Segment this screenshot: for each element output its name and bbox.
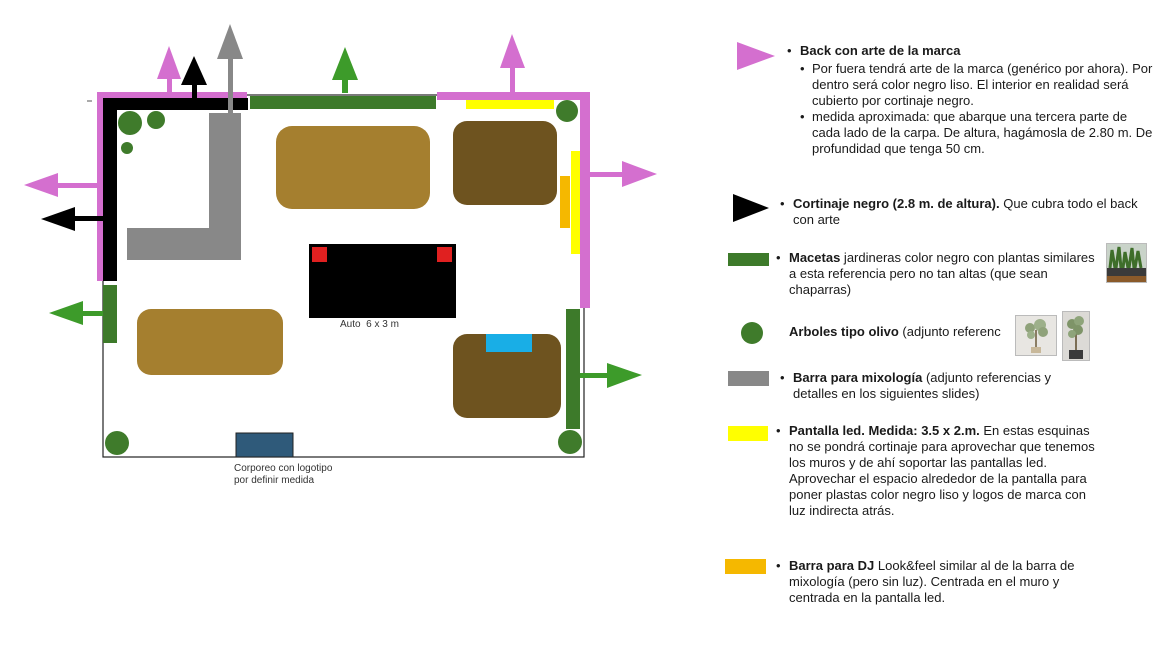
legend-pantalla-rest: En estas esquinas no se pondrá cortinaje… — [789, 423, 1095, 518]
led-screen-top — [466, 100, 554, 109]
arrow-up-icon — [500, 34, 525, 93]
car-block — [309, 244, 456, 318]
orange-bar-icon — [725, 559, 766, 574]
olive-tree — [556, 100, 578, 122]
mixology-bar-horizontal — [127, 228, 241, 260]
legend-back-title: Back con arte de la marca — [800, 43, 961, 58]
planter-top — [250, 96, 436, 109]
planter-left — [103, 285, 117, 343]
arrow-left-icon — [24, 173, 97, 197]
legend-arboles-title: Arboles tipo olivo — [789, 324, 899, 339]
legend-cortinaje-text: •Cortinaje negro (2.8 m. de altura). Que… — [780, 196, 1138, 227]
olive-tree — [118, 111, 142, 135]
arrow-right-icon — [590, 161, 657, 187]
legend-dj: •Barra para DJ Look&feel similar al de l… — [725, 558, 1155, 610]
legend-back-detail: Por fuera tendrá arte de la marca (genér… — [800, 61, 1155, 109]
logo-label-line1: Corporeo con logotipo — [234, 463, 333, 474]
legend-cortinaje-title: Cortinaje negro (2.8 m. de altura). — [793, 196, 1000, 211]
legend-barra-title: Barra para mixología — [793, 370, 923, 385]
car-light-right — [437, 247, 452, 262]
olive-tree — [147, 111, 165, 129]
legend-barra: •Barra para mixología (adjunto referenci… — [725, 370, 1155, 406]
arrow-right-icon — [580, 363, 642, 388]
lounge-table-bottom-right — [453, 334, 561, 418]
lounge-table-top — [276, 126, 430, 209]
arrow-up-icon — [217, 24, 243, 116]
olive-tree-reference-image — [1062, 311, 1090, 361]
legend-dj-text: •Barra para DJ Look&feel similar al de l… — [776, 558, 1075, 605]
black-arrow-icon — [733, 194, 769, 222]
olive-tree — [558, 430, 582, 454]
legend-pantalla: •Pantalla led. Medida: 3.5 x 2.m. En est… — [725, 423, 1155, 523]
planter-right — [566, 309, 580, 429]
yellow-bar-icon — [728, 426, 768, 441]
legend-dj-title: Barra para DJ — [789, 558, 875, 573]
legend-arboles-text: •Arboles tipo olivo (adjunto referenc — [789, 324, 1005, 340]
back-panel-top-left — [97, 92, 247, 99]
planter-reference-image — [1106, 243, 1147, 283]
legend-back-text: • Back con arte de la marca Por fuera te… — [787, 43, 1155, 157]
arrow-up-icon — [332, 47, 358, 93]
arrow-up-icon — [181, 56, 207, 99]
cyan-element — [486, 334, 532, 352]
legend-back: • Back con arte de la marca Por fuera te… — [725, 42, 1155, 158]
legend-pantalla-title: Pantalla led. Medida: 3.5 x 2.m. — [789, 423, 980, 438]
logo-corporeo-block — [235, 432, 294, 458]
legend-dj-rest: Look&feel similar al de la barra de mixo… — [789, 558, 1075, 605]
legend-arboles-rest: (adjunto referenc — [898, 324, 1001, 339]
back-panel-right — [580, 92, 590, 308]
car-light-left — [312, 247, 327, 262]
legend-macetas-title: Macetas — [789, 250, 841, 265]
arrow-left-icon — [49, 301, 103, 325]
arrow-up-icon — [157, 46, 181, 93]
back-panel-top-right — [437, 92, 590, 100]
olive-tree-reference-image — [1015, 315, 1057, 356]
black-curtain-left — [103, 98, 117, 281]
arrow-left-icon — [41, 207, 103, 231]
legend-barra-rest: (adjunto referencias y detalles en los s… — [793, 370, 1051, 401]
olive-tree — [105, 431, 129, 455]
legend-barra-text: •Barra para mixología (adjunto referenci… — [780, 370, 1051, 401]
legend-cortinaje: •Cortinaje negro (2.8 m. de altura). Que… — [725, 194, 1155, 232]
logo-label-line2: por definir medida — [234, 475, 315, 486]
car-label: Auto 6 x 3 m — [340, 319, 399, 330]
legend-back-detail: medida aproximada: que abarque una terce… — [800, 109, 1155, 157]
grey-bar-icon — [728, 371, 769, 386]
back-panel-left — [97, 93, 104, 281]
lounge-table-left — [137, 309, 283, 375]
floor-plan — [24, 24, 657, 458]
legend-arboles: •Arboles tipo olivo (adjunto referenc — [725, 311, 1155, 361]
lounge-table-top-right — [453, 121, 557, 205]
legend-macetas-rest: jardineras color negro con plantas simil… — [789, 250, 1095, 297]
led-screen-right — [571, 151, 580, 254]
olive-tree — [121, 142, 133, 154]
pink-arrow-icon — [737, 42, 775, 70]
black-curtain-top — [103, 98, 248, 110]
dj-bar — [560, 176, 570, 228]
legend-pantalla-text: •Pantalla led. Medida: 3.5 x 2.m. En est… — [776, 423, 1095, 518]
legend-macetas-text: •Macetas jardineras color negro con plan… — [776, 250, 1095, 297]
green-bar-icon — [728, 253, 769, 266]
legend-macetas: •Macetas jardineras color negro con plan… — [725, 243, 1155, 300]
green-circle-icon — [741, 322, 763, 344]
legend-cortinaje-rest: Que cubra todo el back con arte — [793, 196, 1138, 227]
